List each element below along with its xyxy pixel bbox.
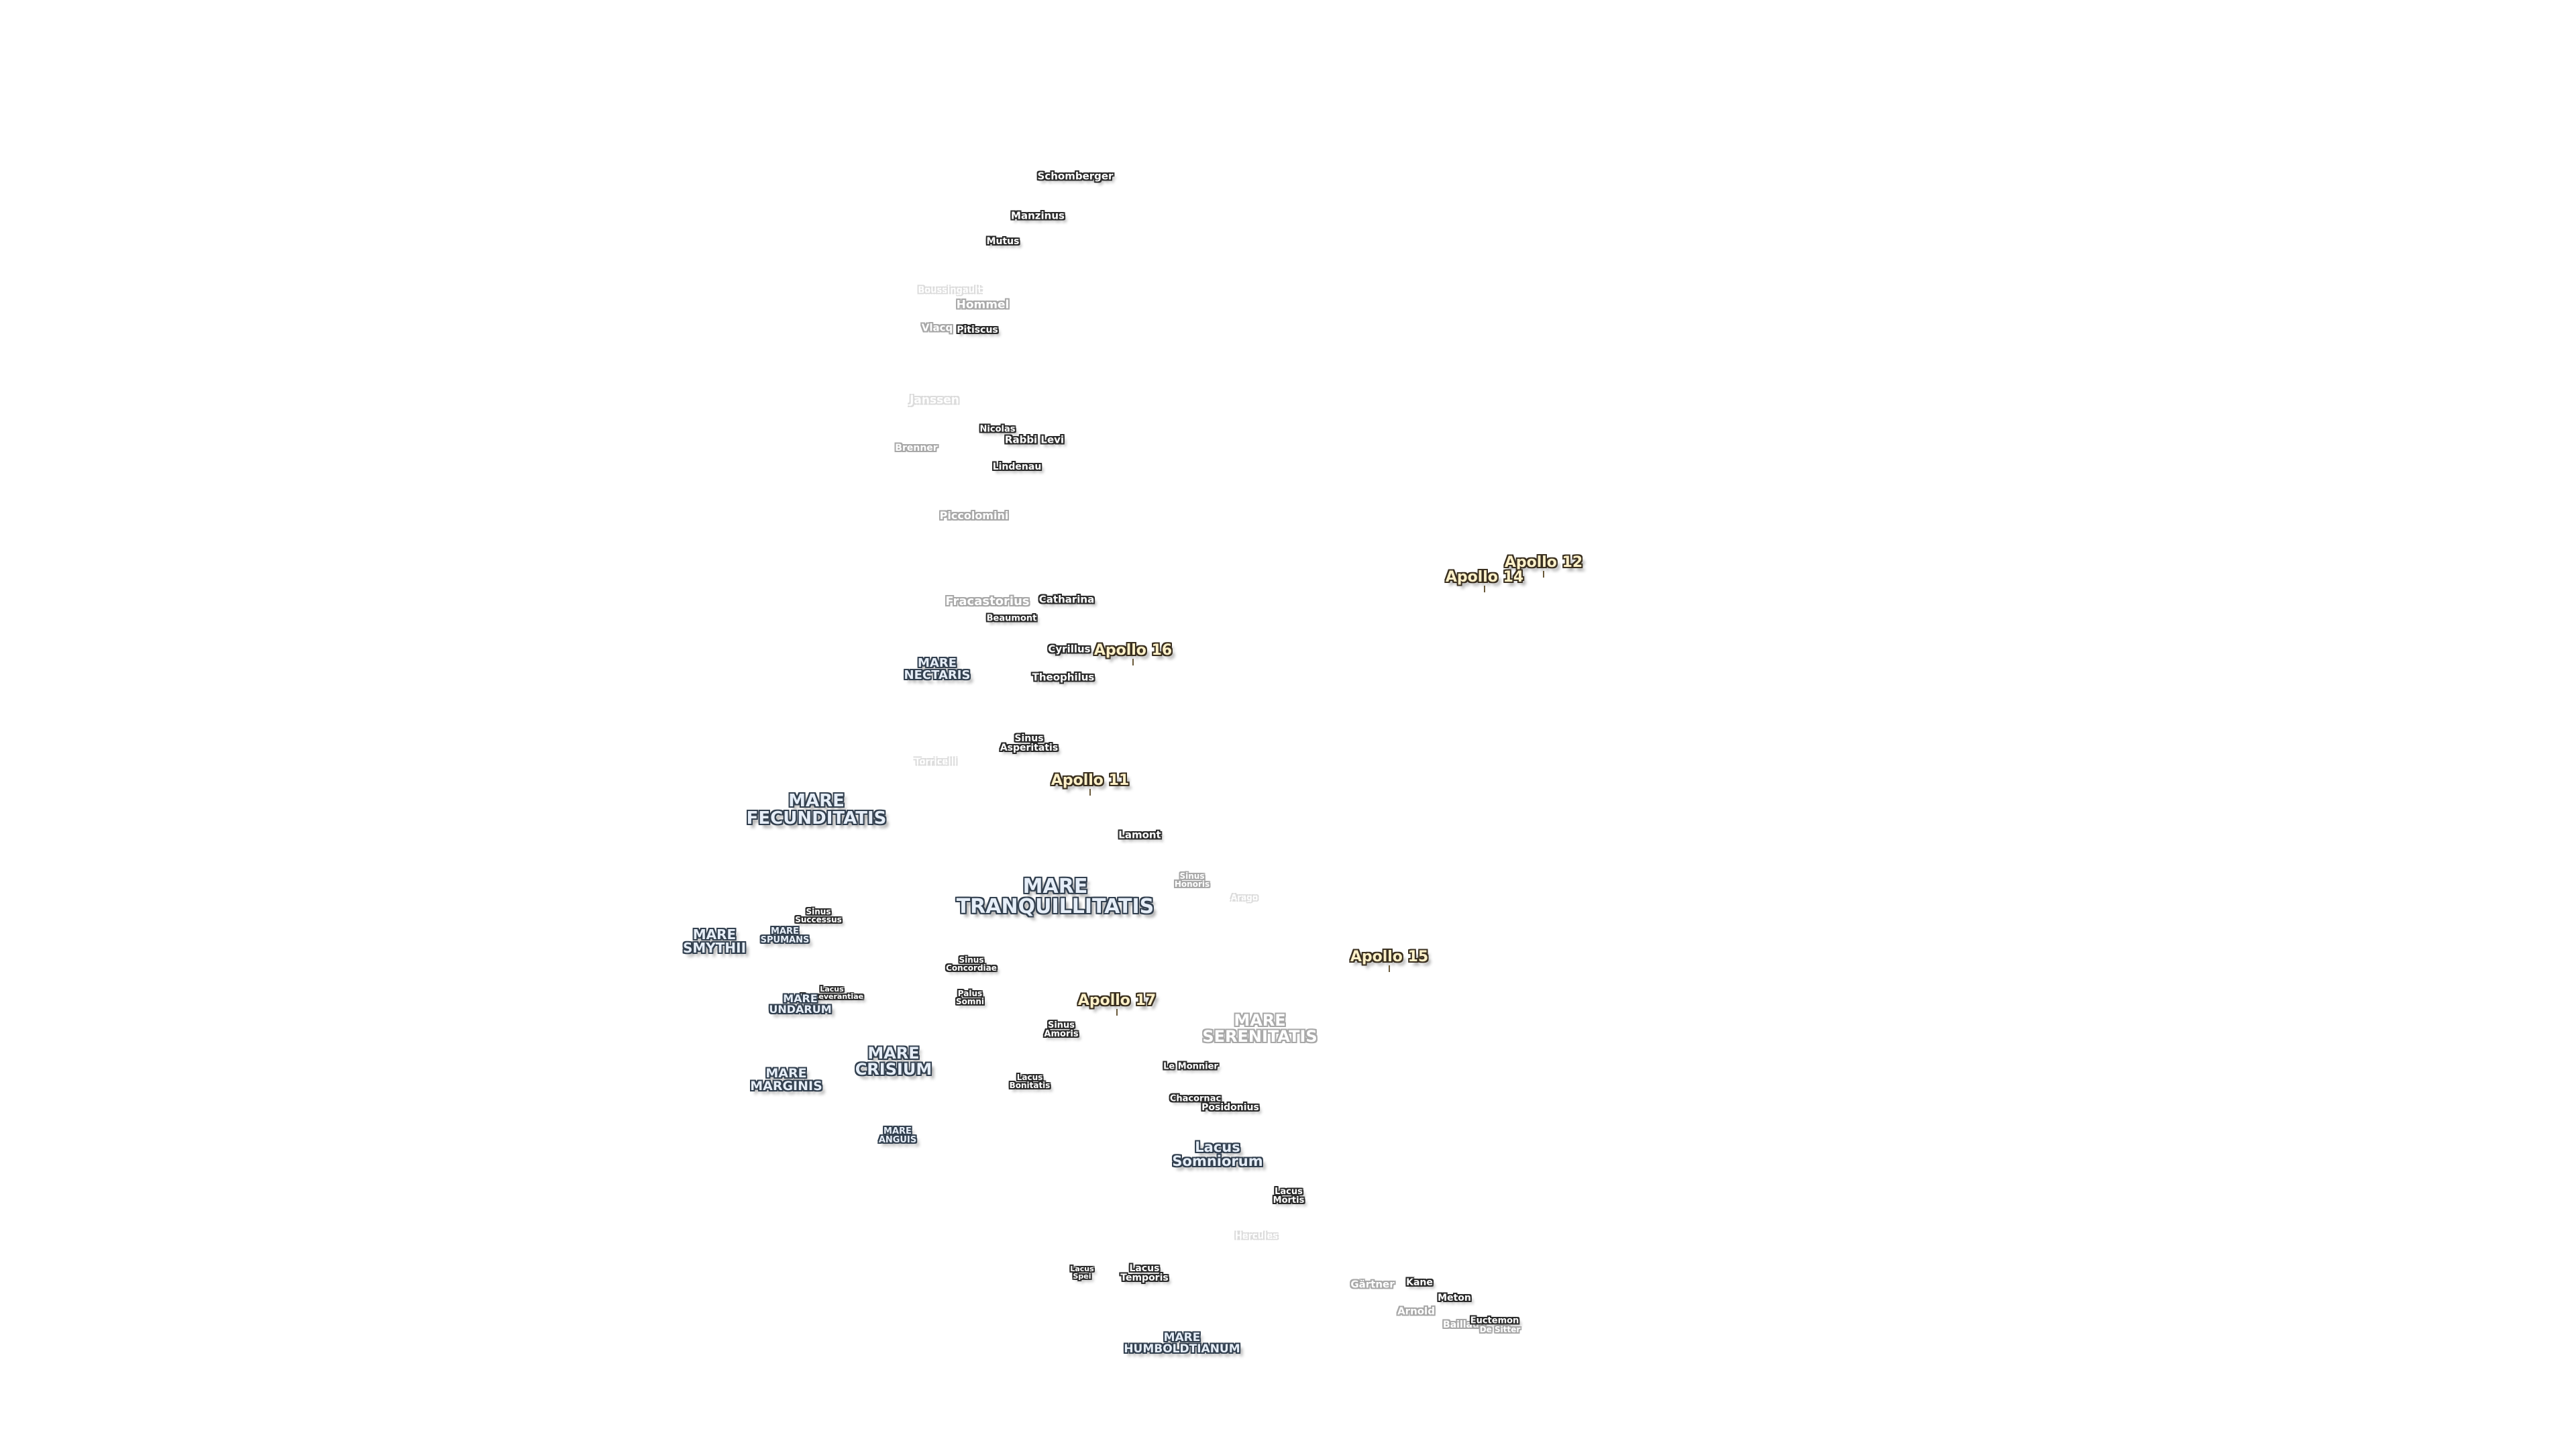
feature-label-mare-marginis[interactable]: MARE MARGINIS bbox=[750, 1066, 822, 1093]
apollo-site-11[interactable]: Apollo 11 bbox=[1051, 772, 1130, 789]
apollo-site-17[interactable]: Apollo 17 bbox=[1077, 992, 1157, 1009]
feature-label-gartner[interactable]: Gärtner bbox=[1350, 1278, 1395, 1291]
feature-label-theophilus[interactable]: Theophilus bbox=[1032, 671, 1095, 684]
feature-label-fracastorius[interactable]: Fracastorius bbox=[945, 594, 1030, 608]
feature-label-vlacq[interactable]: Vlacq bbox=[921, 321, 953, 334]
feature-label-cyrillus[interactable]: Cyrillus bbox=[1048, 643, 1091, 655]
feature-label-mare-crisium[interactable]: MARE CRISIUM bbox=[855, 1044, 932, 1079]
feature-label-lacus-temporis[interactable]: Lacus Temporis bbox=[1120, 1263, 1169, 1283]
apollo-marker-icon bbox=[1114, 1009, 1120, 1017]
feature-label-mare-spumans[interactable]: MARE SPUMANS bbox=[760, 926, 810, 945]
feature-label-palus-somni[interactable]: Palus Somni bbox=[955, 989, 985, 1006]
feature-label-arago[interactable]: Arago bbox=[1230, 893, 1258, 902]
feature-label-posidonius[interactable]: Posidonius bbox=[1201, 1102, 1259, 1113]
feature-label-mutus[interactable]: Mutus bbox=[986, 236, 1020, 247]
feature-label-nicolas[interactable]: Nicolas bbox=[979, 424, 1016, 435]
feature-label-lamont[interactable]: Lamont bbox=[1118, 828, 1161, 841]
feature-label-kane[interactable]: Kane bbox=[1406, 1277, 1433, 1288]
feature-label-chacornac[interactable]: Chacornac bbox=[1169, 1093, 1222, 1104]
feature-label-piccolomini[interactable]: Piccolomini bbox=[939, 509, 1009, 522]
feature-label-rabbi-levi[interactable]: Rabbi Levi bbox=[1004, 433, 1065, 446]
feature-label-mare-nectaris[interactable]: MARE NECTARIS bbox=[904, 656, 971, 682]
feature-label-hommel[interactable]: Hommel bbox=[956, 298, 1010, 312]
feature-label-beaumont[interactable]: Beaumont bbox=[986, 613, 1037, 624]
feature-label-janssen[interactable]: Janssen bbox=[910, 393, 959, 407]
feature-label-lindenau[interactable]: Lindenau bbox=[992, 462, 1042, 472]
feature-label-arnold[interactable]: Arnold bbox=[1397, 1305, 1435, 1318]
feature-label-lacus-somniorum[interactable]: Lacus Somniorum bbox=[1172, 1139, 1263, 1169]
feature-label-sinus-honoris[interactable]: Sinus Honoris bbox=[1174, 871, 1210, 889]
feature-label-boussingault[interactable]: Boussingault bbox=[918, 285, 982, 296]
feature-label-mare-tranquillitatis[interactable]: MARE TRANQUILLITATIS bbox=[956, 875, 1155, 918]
feature-label-lacus-perseverantiae[interactable]: Lacus Perseverantiae bbox=[800, 985, 864, 1001]
feature-label-pitiscus[interactable]: Pitiscus bbox=[957, 325, 998, 335]
apollo-marker-icon bbox=[1541, 571, 1546, 579]
feature-label-manzinus[interactable]: Manzinus bbox=[1011, 209, 1065, 222]
feature-label-meton[interactable]: Meton bbox=[1438, 1293, 1471, 1303]
apollo-site-15[interactable]: Apollo 15 bbox=[1350, 949, 1429, 965]
feature-label-mare-undarum[interactable]: MARE UNDARUM bbox=[769, 992, 832, 1016]
feature-label-lacus-spei[interactable]: Lacus Spei bbox=[1070, 1265, 1094, 1281]
apollo-site-12[interactable]: Apollo 12 bbox=[1504, 554, 1583, 571]
apollo-marker-icon bbox=[1087, 789, 1093, 797]
feature-label-de-sitter[interactable]: De Sitter bbox=[1479, 1325, 1521, 1334]
feature-label-mare-humboldtianum[interactable]: MARE HUMBOLDTIANUM bbox=[1124, 1331, 1240, 1356]
feature-label-mare-fecunditatis[interactable]: MARE FECUNDITATIS bbox=[746, 791, 887, 828]
feature-label-catharina[interactable]: Catharina bbox=[1038, 593, 1095, 606]
feature-label-torricelli[interactable]: Torricelli bbox=[914, 757, 957, 767]
feature-label-lacus-bonitatis[interactable]: Lacus Bonitatis bbox=[1009, 1073, 1051, 1090]
feature-label-sinus-concordiae[interactable]: Sinus Concordiae bbox=[946, 955, 997, 973]
feature-label-mare-smythii[interactable]: MARE SMYTHII bbox=[682, 926, 747, 956]
feature-label-baillaud[interactable]: Baillaud bbox=[1443, 1320, 1486, 1330]
apollo-marker-icon bbox=[1387, 965, 1392, 973]
feature-label-schomberger[interactable]: Schomberger bbox=[1037, 170, 1114, 182]
feature-label-mare-anguis[interactable]: MARE ANGUIS bbox=[878, 1126, 917, 1145]
feature-label-sinus-successus[interactable]: Sinus Successus bbox=[795, 907, 842, 924]
feature-label-lacus-mortis[interactable]: Lacus Mortis bbox=[1273, 1187, 1305, 1205]
apollo-marker-icon bbox=[1130, 659, 1136, 667]
feature-label-hercules[interactable]: Hercules bbox=[1234, 1231, 1279, 1242]
feature-label-mare-serenitatis[interactable]: MARE SERENITATIS bbox=[1202, 1011, 1318, 1046]
apollo-marker-icon bbox=[1482, 586, 1487, 594]
feature-label-le-monnier[interactable]: Le Monnier bbox=[1163, 1061, 1218, 1072]
feature-label-sinus-amoris[interactable]: Sinus Amoris bbox=[1044, 1020, 1079, 1039]
feature-label-euctemon[interactable]: Euctemon bbox=[1470, 1316, 1519, 1326]
apollo-site-14[interactable]: Apollo 14 bbox=[1445, 569, 1524, 586]
feature-label-brenner[interactable]: Brenner bbox=[895, 443, 938, 453]
apollo-site-16[interactable]: Apollo 16 bbox=[1093, 642, 1173, 659]
feature-label-sinus-asperitatis[interactable]: Sinus Asperitatis bbox=[1000, 733, 1059, 753]
